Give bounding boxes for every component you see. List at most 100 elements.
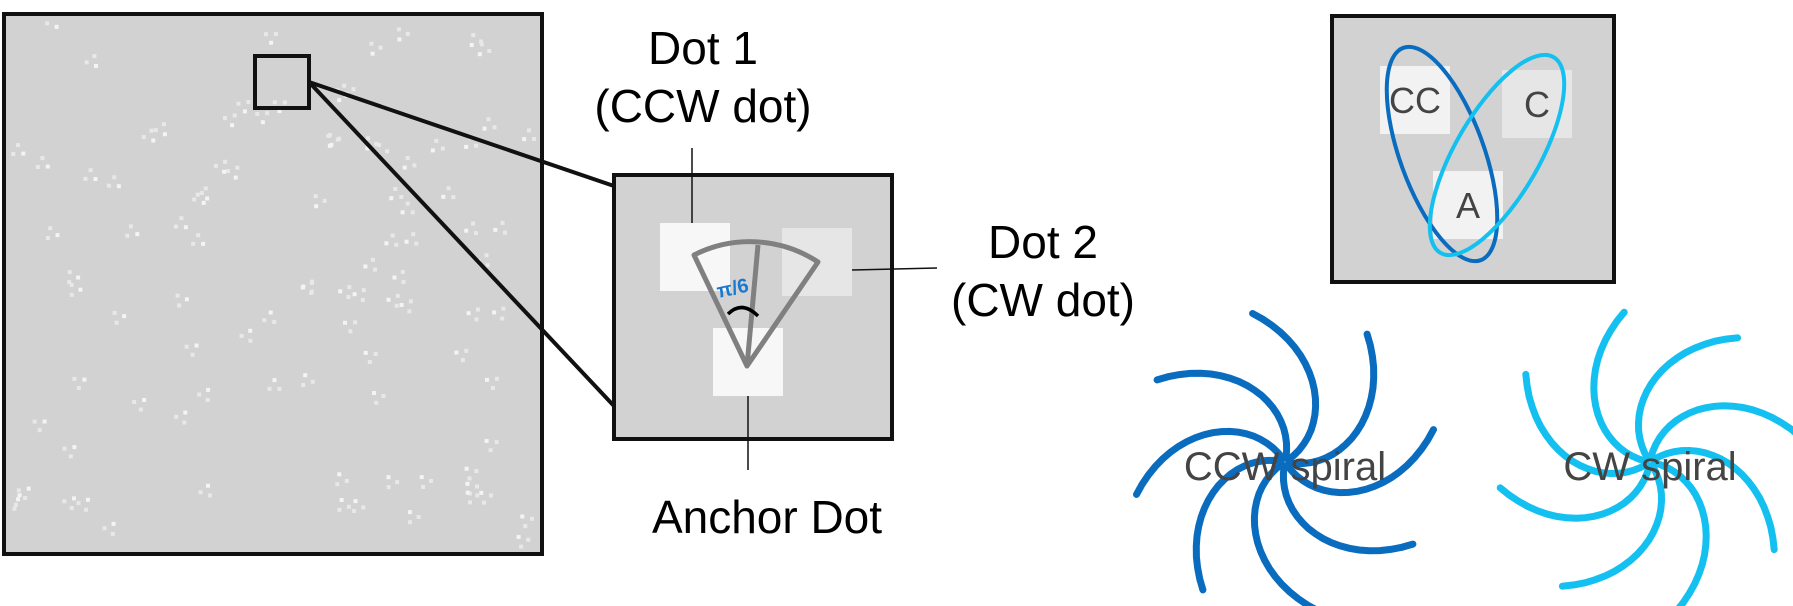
stimulus-dot xyxy=(492,125,497,130)
stimulus-dot xyxy=(16,497,20,502)
stimulus-dot xyxy=(378,45,383,50)
cw-pair-ellipse xyxy=(1427,52,1567,258)
stimulus-dot xyxy=(343,320,347,325)
stimulus-dot xyxy=(174,414,179,419)
stimulus-dot xyxy=(201,200,206,205)
stimulus-dot xyxy=(309,289,314,294)
stimulus-dot xyxy=(32,419,37,424)
stimulus-dot xyxy=(344,478,349,483)
stimulus-dot xyxy=(351,87,356,92)
stimulus-dot xyxy=(386,297,391,302)
cw-spiral-label: CW spiral xyxy=(1563,445,1736,489)
stimulus-dot xyxy=(361,288,366,293)
stimulus-dot xyxy=(13,502,18,507)
stimulus-dot xyxy=(197,392,202,397)
stimulus-dot xyxy=(62,446,67,451)
stimulus-dot xyxy=(405,156,410,160)
stimulus-dot xyxy=(84,60,89,65)
cw-spiral-arm xyxy=(1647,402,1793,462)
dot-1-label-line2: (CCW dot) xyxy=(594,80,811,132)
stimulus-dot xyxy=(183,410,188,415)
stimulus-dot xyxy=(201,241,206,246)
stimulus-dot xyxy=(207,493,212,498)
stimulus-dot xyxy=(301,284,306,289)
stimulus-dot xyxy=(363,264,368,269)
ellipse-inset: CC C A xyxy=(1330,14,1616,284)
stimulus-dot xyxy=(532,137,537,141)
stimulus-dot xyxy=(373,267,377,272)
stimulus-dot xyxy=(239,333,244,338)
stimulus-dot xyxy=(76,275,81,280)
stimulus-dot xyxy=(484,439,489,443)
stimulus-dot xyxy=(405,201,410,206)
stimulus-dot xyxy=(475,307,480,312)
inset-label-cc: CC xyxy=(1389,80,1441,121)
stimulus-dot xyxy=(67,280,72,285)
stimulus-dot xyxy=(337,98,342,103)
stimulus-dot xyxy=(262,318,267,323)
stimulus-dot xyxy=(346,295,351,299)
dot-2-label-line1: Dot 2 xyxy=(988,216,1098,268)
stimulus-dot xyxy=(410,210,415,215)
stimulus-dot xyxy=(92,54,97,59)
stimulus-dot xyxy=(194,343,199,348)
zoom-line-bottom xyxy=(307,80,616,408)
stimulus-dot xyxy=(12,506,17,511)
stimulus-dot xyxy=(88,168,93,173)
inset-dot-a xyxy=(1433,171,1503,239)
cw-spiral-arm xyxy=(1558,461,1666,590)
stimulus-dot xyxy=(421,485,426,489)
stimulus-dot xyxy=(138,407,143,412)
stimulus-dot xyxy=(484,253,489,258)
stimulus-dot xyxy=(206,483,210,488)
stimulus-dot xyxy=(440,146,445,151)
stimulus-dot xyxy=(500,220,505,225)
stimulus-dot xyxy=(314,204,319,209)
zoom-panel: π/6 xyxy=(612,173,894,441)
stimulus-dot xyxy=(272,319,277,324)
stimulus-dot xyxy=(191,241,196,246)
stimulus-dot xyxy=(94,64,98,68)
stimulus-dot xyxy=(235,165,240,170)
stimulus-dot xyxy=(434,138,439,143)
stimulus-dot xyxy=(485,263,490,268)
stimulus-dot xyxy=(78,287,83,292)
stimulus-dot xyxy=(55,233,60,238)
stimulus-dot xyxy=(471,221,476,226)
stimulus-dot xyxy=(342,83,347,88)
stimulus-dot xyxy=(114,320,119,325)
stimulus-dot xyxy=(102,526,107,531)
stimulus-dot xyxy=(45,21,50,26)
stimulus-dot xyxy=(519,544,524,549)
stimulus-dot xyxy=(222,169,227,174)
stimulus-dot xyxy=(479,39,483,44)
stimulus-dot xyxy=(62,499,67,504)
dot-2-leader xyxy=(851,267,938,271)
stimulus-dot xyxy=(454,350,459,355)
stimulus-dot xyxy=(475,493,480,498)
stimulus-dot xyxy=(141,135,146,139)
stimulus-dot xyxy=(337,136,342,141)
zoom-line-top xyxy=(308,80,615,188)
stimulus-dot xyxy=(488,448,493,453)
stimulus-dot xyxy=(112,175,117,180)
stimulus-dot xyxy=(369,41,374,46)
stimulus-dot xyxy=(72,376,77,381)
stimulus-dot xyxy=(17,493,22,498)
stimulus-dot xyxy=(184,297,189,302)
stimulus-dot xyxy=(479,490,484,495)
stimulus-dot xyxy=(112,310,117,315)
stimulus-dot xyxy=(26,486,31,491)
stimulus-dot xyxy=(84,507,88,512)
stimulus-dot xyxy=(205,196,210,201)
stimulus-dot xyxy=(232,113,237,118)
stimulus-dot xyxy=(363,350,368,355)
stimulus-dot xyxy=(467,476,472,481)
stimulus-dot xyxy=(477,52,482,57)
stimulus-dot xyxy=(353,320,358,325)
stimulus-dot xyxy=(394,242,399,247)
stimulus-dot xyxy=(520,514,525,519)
ccw-spiral-arm xyxy=(1153,369,1291,462)
stimulus-dot xyxy=(205,397,210,402)
